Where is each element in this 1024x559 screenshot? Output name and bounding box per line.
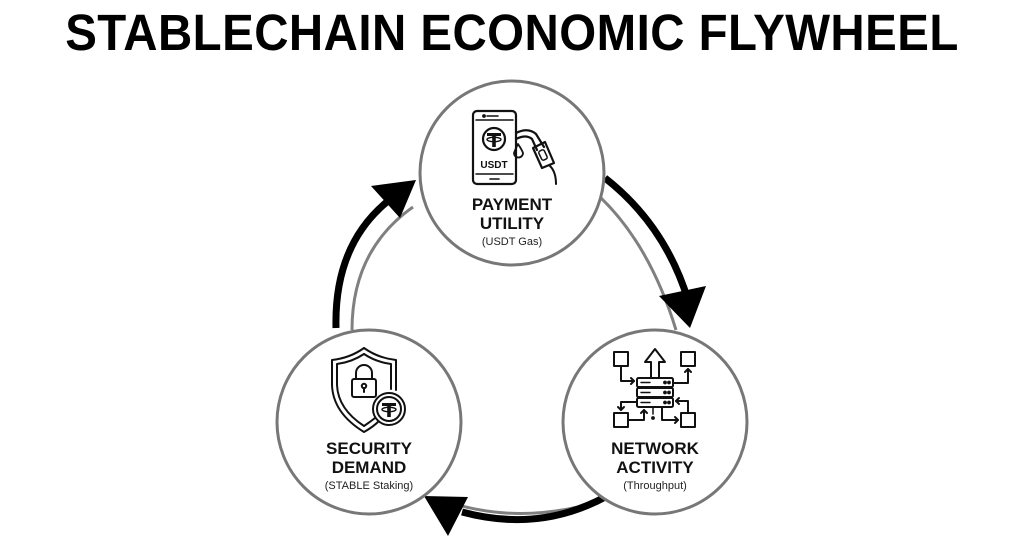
- node-title-line1: SECURITY: [326, 439, 413, 458]
- node-circle: [418, 79, 606, 267]
- node-circle: [561, 328, 749, 516]
- shield-lock-tether-coin-icon: [331, 347, 406, 433]
- arrow-payment-to-network: [602, 175, 706, 328]
- inner-track-arc-payment-to-network: [598, 195, 678, 331]
- node-subtitle: (STABLE Staking): [325, 480, 413, 492]
- server-network-flow-icon: [613, 348, 696, 428]
- node-subtitle: (USDT Gas): [482, 236, 542, 248]
- node-subtitle: (Throughput): [623, 480, 687, 492]
- node-title-line1: PAYMENT: [472, 195, 553, 214]
- flow-arrows: [332, 175, 706, 536]
- node-payment-utility: USDT PAYMENT UTILITY (USDT Gas): [418, 79, 606, 267]
- node-security-demand: SECURITY DEMAND (STABLE Staking): [275, 328, 463, 516]
- node-title-line1: NETWORK: [611, 439, 700, 458]
- arrow-network-to-security: [424, 492, 609, 536]
- node-title-line2: DEMAND: [332, 458, 407, 477]
- node-network-activity: NETWORK ACTIVITY (Throughput): [561, 328, 749, 516]
- diagram-title: STABLECHAIN ECONOMIC FLYWHEEL: [65, 4, 959, 61]
- usdt-label: USDT: [480, 160, 507, 171]
- node-title-line2: ACTIVITY: [616, 458, 694, 477]
- arrow-security-to-payment: [332, 180, 416, 329]
- node-title-line2: UTILITY: [480, 214, 545, 233]
- smartphone-usdt-fuel-pump-icon: [471, 109, 557, 186]
